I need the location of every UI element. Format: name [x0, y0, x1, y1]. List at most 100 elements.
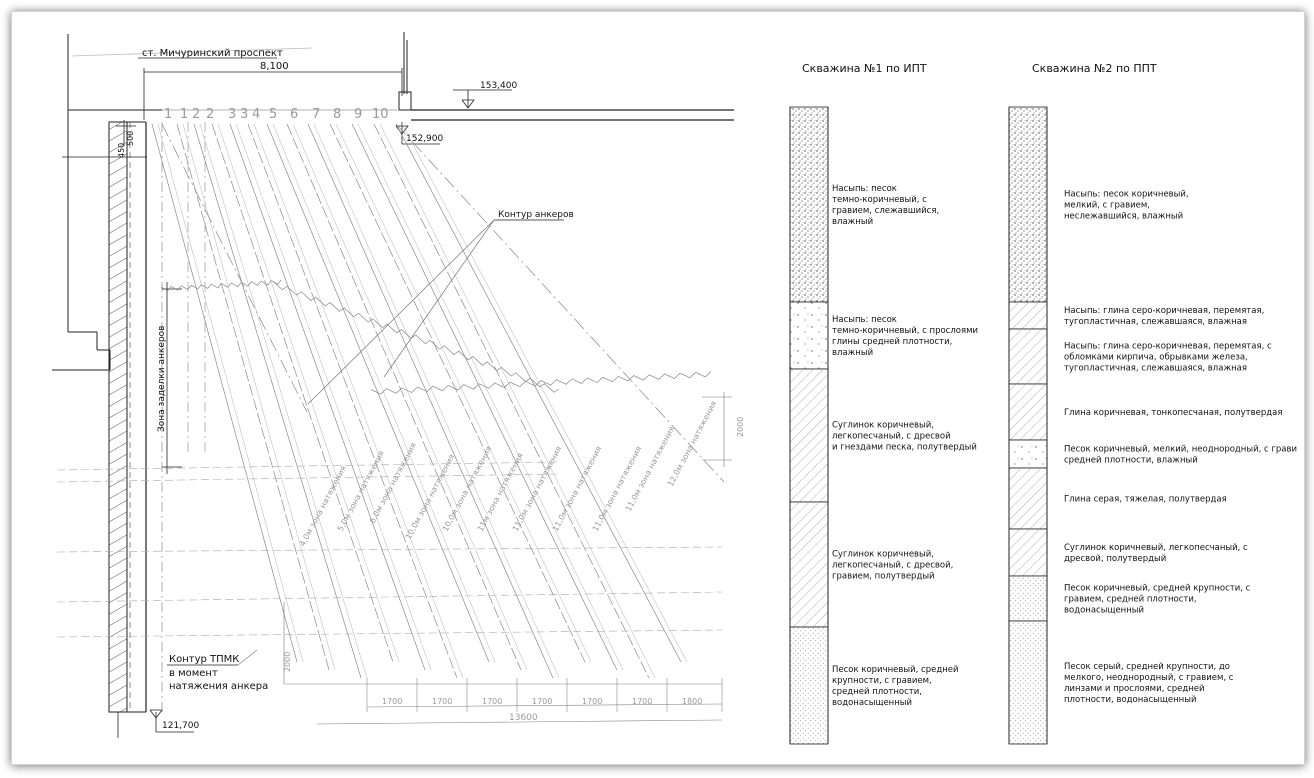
anchor-line-offset [292, 123, 528, 671]
anchor-number: 9 [354, 107, 362, 122]
anchor-number: 3 [240, 107, 248, 122]
anchor-line-offset [199, 123, 368, 679]
fence-post [398, 91, 412, 111]
layer-description: Песок коричневый, мелкий, неоднородный, … [1064, 445, 1297, 455]
tpmk-contour-label-3: натяжения анкера [169, 681, 268, 692]
sealing-zone-label: Зона заделки анкеров [157, 326, 167, 432]
dim-2000-left: 2000 [283, 652, 292, 672]
drawing-canvas: ст. Мичуринский проспект 8,100 153,400 1… [52, 32, 1297, 745]
layer-description: легкопесчаный, с дресвой, [832, 561, 953, 571]
anchor-line [286, 123, 522, 671]
anchor-number: 1 [164, 107, 172, 122]
anchor-line-offset [217, 123, 400, 663]
anchor-line [247, 123, 458, 679]
layer-description: гравием, слежавшийся, [832, 206, 939, 216]
anchor-line [151, 123, 298, 663]
layer-description: водонасыщенный [832, 698, 912, 708]
borehole-title: Скважина №1 по ИПТ [802, 62, 927, 75]
drawing-sheet: ст. Мичуринский проспект 8,100 153,400 1… [11, 11, 1305, 765]
dim-2000-right: 2000 [736, 417, 745, 437]
anchor-line-offset [313, 123, 560, 679]
span-label: 1700 [482, 697, 502, 706]
retaining-wall [108, 121, 128, 713]
layer-description: линзами и прослоями, средней [1064, 684, 1205, 694]
tpmk-contour-label: Контур ТПМК [169, 654, 239, 665]
layer-description: мелкого, неоднородный, с гравием, с [1064, 673, 1234, 683]
span-label: 1700 [632, 697, 652, 706]
layer-description: тугопластичная, слежавшаяся, влажная [1064, 317, 1247, 327]
elev-top-label: 153,400 [480, 81, 517, 91]
elev-surface-label: 152,900 [406, 134, 443, 144]
layer-description: плотности, водонасыщенный [1064, 695, 1196, 705]
anchor-line-offset [379, 123, 656, 679]
layer-description: Насыпь: глина серо-коричневая, перемятая… [1064, 342, 1272, 352]
anchor-line [307, 123, 554, 679]
layer-description: тугопластичная, слежавшаяся, влажная [1064, 364, 1247, 374]
anchor-number: 7 [312, 107, 320, 122]
layer-description: Песок коричневый, средней крупности, с [1064, 584, 1251, 594]
layer-description: темно-коричневый, с прослоями [832, 326, 978, 336]
anchor-section-drawing: ст. Мичуринский проспект 8,100 153,400 1… [52, 32, 745, 738]
anchor-line [211, 123, 394, 663]
layer-description: Суглинок коричневый, [832, 421, 934, 431]
total-span-label: 13600 [509, 713, 538, 723]
anchor-zone-label: 4,0м зона натяжения [298, 464, 348, 548]
layer-description: Глина коричневая, тонкопесчаная, полутве… [1064, 408, 1282, 418]
anchor-number: 8 [333, 107, 341, 122]
anchor-line [229, 123, 426, 671]
anchor-line-offset [182, 123, 336, 671]
anchor-line-offset [157, 123, 304, 663]
anchor-line-offset [235, 123, 432, 671]
anchor-zone-label: 5,0м зона натяжения [336, 449, 386, 533]
span-label: 1800 [682, 697, 702, 706]
dim-500-label: 500 [126, 131, 135, 146]
layer-description: Насыпь: песок [832, 184, 897, 194]
street-label: ст. Мичуринский проспект [142, 48, 283, 59]
anchor-number: 1 [180, 107, 188, 122]
anchor-line-offset [253, 123, 464, 679]
anchor-number: 2 [192, 107, 200, 122]
anchor-line [373, 123, 650, 679]
layer-description: Насыпь: глина серо-коричневая, перемятая… [1064, 306, 1264, 316]
layer-description: легкопесчаный, с дресвой [832, 432, 951, 442]
anchor-number: 4 [252, 107, 260, 122]
anchor-line [351, 123, 618, 671]
dim-top-label: 8,100 [260, 61, 289, 72]
layer-description: и гнездами песка, полутвердый [832, 443, 977, 453]
layer-description: крупности, с гравием, [832, 676, 932, 686]
layer-description: гравием, полутвердый [832, 572, 935, 582]
span-label: 1700 [532, 697, 552, 706]
layer-description: Песок серый, средней крупности, до [1064, 662, 1230, 672]
layer-description: Суглинок коричневый, легкопесчаный, с [1064, 543, 1248, 553]
tpmk-contour-label-2: в момент [169, 668, 218, 679]
layer-description: обломками кирпича, обрывками железа, [1064, 353, 1248, 363]
layer-description: темно-коричневый, с [832, 195, 927, 205]
layer-description: средней плотности, [832, 687, 922, 697]
anchor-line-offset [401, 123, 688, 663]
contour-anchors-label: Контур анкеров [498, 210, 574, 220]
anchor-zone-label: 12,0м зона натяжения [666, 399, 719, 487]
layer-description: влажный [832, 217, 873, 227]
anchor-number: 2 [206, 107, 214, 122]
span-label: 1700 [432, 697, 452, 706]
anchor-line [395, 123, 682, 663]
anchor-line [193, 123, 362, 679]
layer-description: гравием, средней плотности, [1064, 595, 1197, 605]
layer-description: Насыпь: песок [832, 315, 897, 325]
layer-description: глины средней плотности, [832, 337, 952, 347]
span-label: 1700 [382, 697, 402, 706]
layer-description: мелкий, с гравием, [1064, 201, 1150, 211]
anchor-contour-zigzag [161, 279, 282, 292]
anchor-number: 10 [372, 107, 389, 122]
anchor-number: 6 [290, 107, 298, 122]
anchor-number: 3 [228, 107, 236, 122]
layer-description: Глина серая, тяжелая, полутвердая [1064, 495, 1227, 505]
layer-description: средней плотности, влажный [1064, 456, 1198, 466]
layer-description: дресвой, полутвердый [1064, 554, 1166, 564]
span-dimensions: 1700 1700 1700 1700 1700 1700 1800 [366, 678, 723, 712]
span-label: 1700 [582, 697, 602, 706]
